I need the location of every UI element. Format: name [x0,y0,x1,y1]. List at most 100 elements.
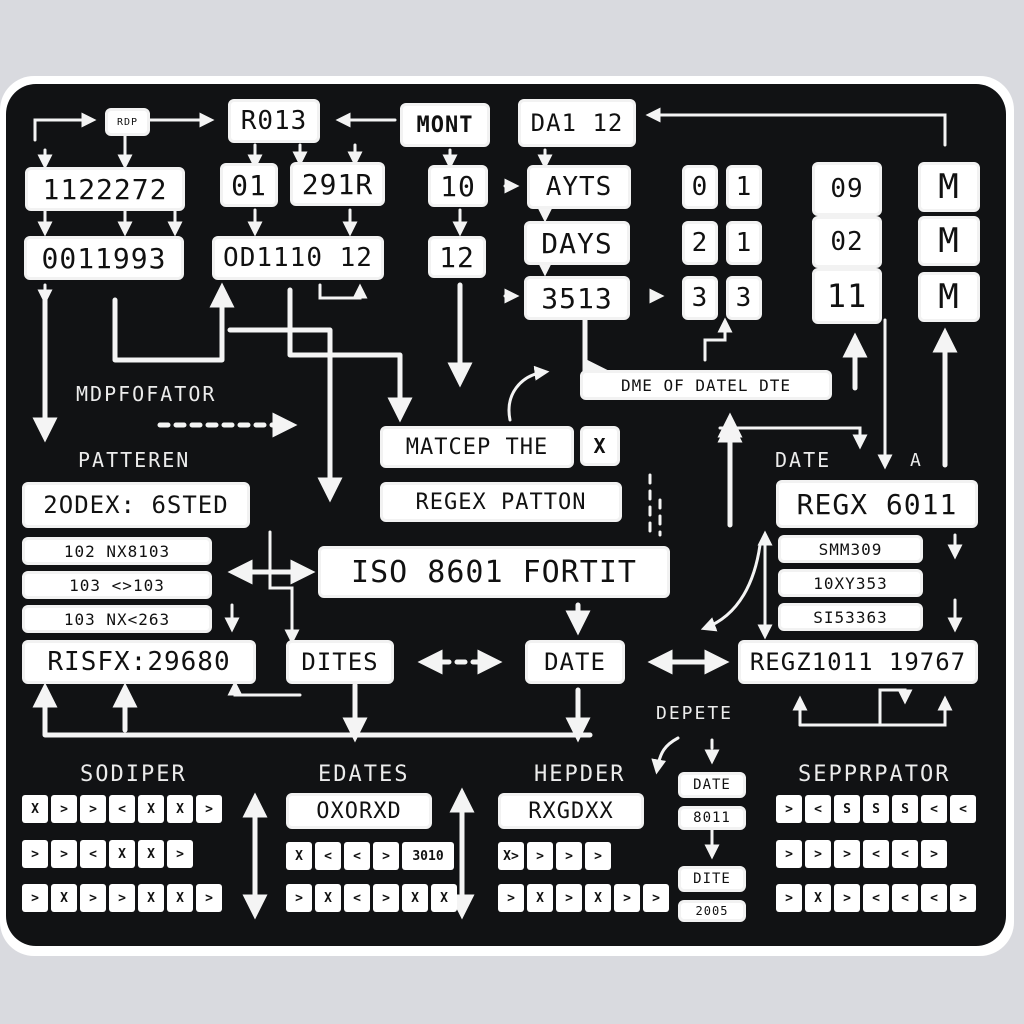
grid-cell: S [863,795,889,823]
digit-box: 3 [682,276,718,320]
8011-box: 8011 [678,806,746,830]
edates-label: EDATES [318,762,410,787]
iso-8601-box: ISO 8601 FORTIT [318,546,670,598]
grid-cell: > [776,884,802,912]
mini-row-box: SMM309 [778,535,923,563]
grid-cell: > [196,884,222,912]
grid-cell: > [196,795,222,823]
grid-cell: > [805,840,831,868]
grid-cell: > [585,842,611,870]
connector [507,365,550,422]
grid-cell: > [614,884,640,912]
grid-cell: < [863,840,889,868]
mdpfofator-label: MDPFOFATOR [76,382,217,406]
grid-cell: < [921,795,947,823]
mini-row-box: 103 <>103 [22,571,212,599]
grid-cell: > [51,840,77,868]
mini-row-box: SI53363 [778,603,923,631]
grid-cell: > [950,884,976,912]
regx-6011-box: REGX 6011 [776,480,978,528]
grid-cell: X [805,884,831,912]
connector [227,327,343,503]
connector [651,736,680,775]
grid-cell: S [834,795,860,823]
grid-cell: < [344,884,370,912]
connector [878,688,913,727]
grid-cell: > [80,884,106,912]
connector [32,682,593,738]
grid-cell: X [109,840,135,868]
m-box: M [918,162,980,212]
grid-cell: < [892,884,918,912]
grid-cell: > [498,884,524,912]
grid-cell: X [138,840,164,868]
digit-box: 1 [726,165,762,209]
r013-box: R013 [228,99,320,143]
sodiper-label: SODIPER [80,762,187,787]
grid-cell: > [167,840,193,868]
rxgdxx-box: RXGDXX [498,793,644,829]
mini-row-box: 103 NX<263 [22,605,212,633]
days-box: DAYS [524,221,630,265]
patteren-label: PATTEREN [78,448,191,472]
stack-11-box: 11 [812,268,882,324]
num-3513-box: 3513 [524,276,630,320]
connector [798,695,953,727]
grid-cell: > [527,842,553,870]
connector [227,680,302,697]
connector [700,543,762,632]
stack-09-box: 09 [812,162,882,216]
num-0011993-box: 0011993 [24,236,184,280]
grid-cell: X [51,884,77,912]
grid-cell: > [556,884,582,912]
grid-cell: > [286,884,312,912]
connector [33,112,97,142]
grid-cell: < [805,795,831,823]
mont-box: MONT [400,103,490,147]
grid-cell: < [344,842,370,870]
grid-cell: > [80,795,106,823]
grid-cell: < [315,842,341,870]
connector [112,282,235,363]
grid-cell: X [22,795,48,823]
grid-cell: X [585,884,611,912]
num-10-box: 10 [428,165,488,207]
connector [318,283,368,300]
grid-cell: > [22,884,48,912]
grid-cell: > [22,840,48,868]
connector [645,107,947,147]
grid-cell: > [373,842,399,870]
grid-cell: > [643,884,669,912]
grid-cell: X> [498,842,524,870]
grid-cell: < [80,840,106,868]
grid-cell: > [921,840,947,868]
num-1122272-box: 1122272 [25,167,185,211]
num-291r-box: 291R [290,162,385,206]
rdp-box: RDP [105,108,150,136]
grid-cell: > [51,795,77,823]
regex-patton-box: REGEX PATTON [380,482,622,522]
matcep-box: MATCEP THE [380,426,574,468]
hepder-label: HEPDER [534,762,626,787]
risfx-box: RISFX:29680 [22,640,256,684]
dite-box: DITE [678,866,746,892]
regz-box: REGZ1011 19767 [738,640,978,684]
grid-cell: > [834,884,860,912]
grid-cell: X [138,884,164,912]
grid-cell: > [109,884,135,912]
digit-box: 1 [726,221,762,265]
grid-cell: < [892,840,918,868]
grid-cell: X [402,884,428,912]
digit-box: 0 [682,165,718,209]
da112-box: DA1 12 [518,99,636,147]
zodex-box: 2ODEX: 6STED [22,482,250,528]
oxorxd-box: OXORXD [286,793,432,829]
grid-cell: > [776,795,802,823]
grid-cell: X [431,884,457,912]
connector [718,426,868,450]
grid-cell: > [834,840,860,868]
seprrator-label: SEPPRPATOR [798,762,951,787]
grid-cell: < [863,884,889,912]
connector [703,317,733,362]
